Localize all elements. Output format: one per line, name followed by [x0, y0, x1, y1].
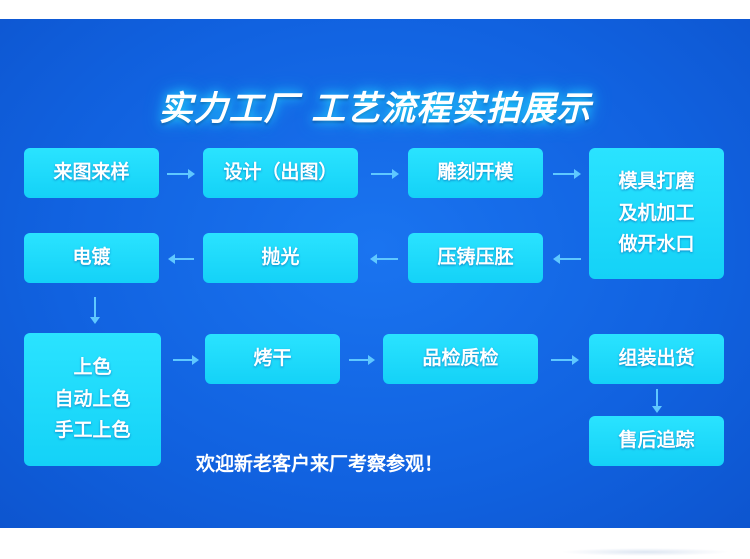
arrow-left-icon — [168, 254, 194, 264]
arrow-right-icon — [553, 169, 581, 179]
step-box-drying: 烤干 — [205, 334, 340, 384]
step-label-line-1: 模具打磨 — [618, 170, 695, 193]
step-label: 压铸压胚 — [437, 246, 514, 269]
step-label: 设计（出图） — [223, 161, 338, 184]
step-label-line-3: 做开水口 — [618, 233, 695, 256]
arrow-right-icon — [173, 355, 199, 365]
arrow-right-icon — [371, 169, 399, 179]
arrow-right-icon — [349, 355, 375, 365]
step-label: 烤干 — [253, 347, 292, 370]
step-label-line-1: 上色 — [73, 356, 112, 379]
step-label-line-3: 手工上色 — [54, 419, 131, 442]
welcome-message: 欢迎新老客户来厂考察参观！ — [196, 453, 444, 475]
step-label: 组装出货 — [618, 347, 695, 370]
step-box-after-sales: 售后追踪 — [589, 416, 724, 466]
step-label: 来图来样 — [53, 161, 130, 184]
step-box-engraving-mold: 雕刻开模 — [408, 148, 543, 198]
step-label: 售后追踪 — [618, 429, 695, 452]
arrow-right-icon — [167, 169, 195, 179]
step-label: 雕刻开模 — [437, 161, 514, 184]
step-label-line-2: 自动上色 — [54, 387, 131, 410]
arrow-left-icon — [553, 254, 581, 264]
process-panel: 实力工厂 工艺流程实拍展示 来图来样 设计（出图） 雕刻开模 模具打磨 及机加工… — [0, 19, 750, 528]
step-box-coloring: 上色 自动上色 手工上色 — [24, 333, 161, 466]
step-label-line-2: 及机加工 — [618, 201, 695, 224]
step-label: 品检质检 — [422, 347, 499, 370]
arrow-left-icon — [370, 254, 398, 264]
step-box-plating: 电镀 — [24, 233, 159, 283]
step-label: 抛光 — [261, 246, 300, 269]
step-box-polishing: 抛光 — [203, 233, 358, 283]
step-box-mold-polishing: 模具打磨 及机加工 做开水口 — [589, 148, 724, 279]
page-title: 实力工厂 工艺流程实拍展示 — [158, 89, 592, 129]
step-box-incoming-samples: 来图来样 — [24, 148, 159, 198]
arrow-right-icon — [551, 355, 579, 365]
step-box-quality-check: 品检质检 — [383, 334, 538, 384]
step-box-die-casting: 压铸压胚 — [408, 233, 543, 283]
step-label: 电镀 — [72, 246, 111, 269]
decorative-glow — [560, 548, 730, 556]
step-box-design: 设计（出图） — [203, 148, 358, 198]
arrow-down-icon — [652, 389, 662, 413]
arrow-down-icon — [90, 297, 100, 324]
step-box-assembly-shipping: 组装出货 — [589, 334, 724, 384]
